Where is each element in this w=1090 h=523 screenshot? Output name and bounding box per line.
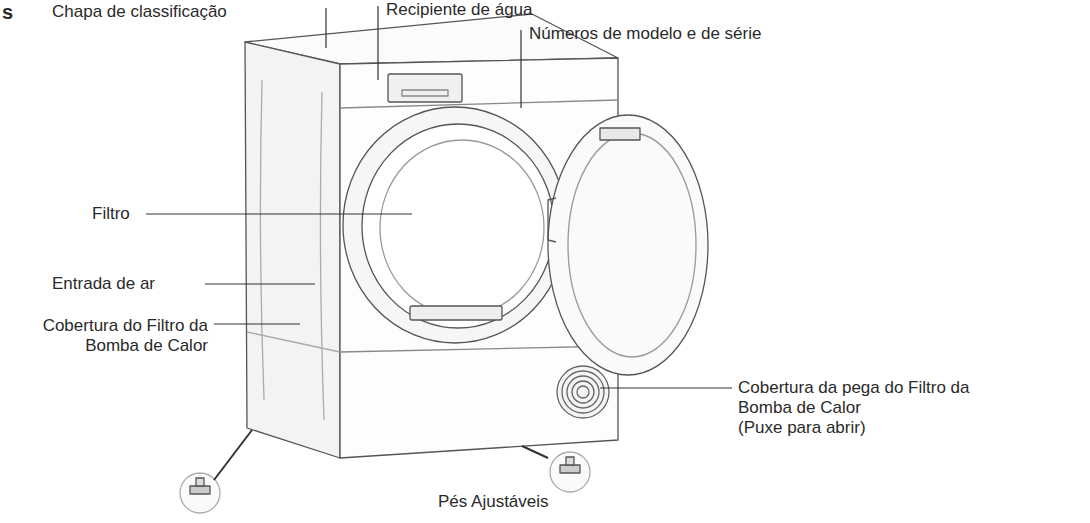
water-container-handle [402, 90, 448, 96]
part-label: Chapa de classificação [52, 2, 227, 22]
door [548, 115, 708, 375]
lint-filter [410, 306, 502, 320]
air-inlet-grille [557, 366, 609, 418]
side-panel-groove [320, 92, 324, 420]
door-hinge [548, 198, 556, 242]
side-panel-groove [260, 80, 264, 400]
cabinet-side [245, 42, 340, 458]
part-label: (Puxe para abrir) [738, 418, 866, 438]
part-label: Entrada de ar [52, 274, 155, 294]
model-plate [600, 128, 640, 140]
part-label: Cobertura da pega do Filtro da Bomba de … [738, 378, 1000, 418]
drum [380, 140, 544, 316]
leader-line [146, 6, 732, 388]
adjustable-foot [522, 446, 590, 492]
part-label: Filtro [92, 204, 130, 224]
door-ring [343, 107, 567, 343]
plinth-edge [247, 332, 340, 352]
part-label: Recipiente de água [386, 0, 533, 20]
door-opening [362, 124, 554, 328]
plinth-edge [340, 346, 618, 352]
adjustable-foot [180, 430, 252, 513]
section-letter: s [2, 2, 13, 22]
water-container [388, 74, 462, 102]
part-label: Cobertura do Filtro da Bomba de Calor [40, 316, 208, 356]
part-label: Números de modelo e de série [529, 24, 761, 44]
door-glass [568, 133, 696, 357]
control-panel-edge [340, 100, 618, 108]
part-label: Pés Ajustáveis [438, 492, 549, 512]
